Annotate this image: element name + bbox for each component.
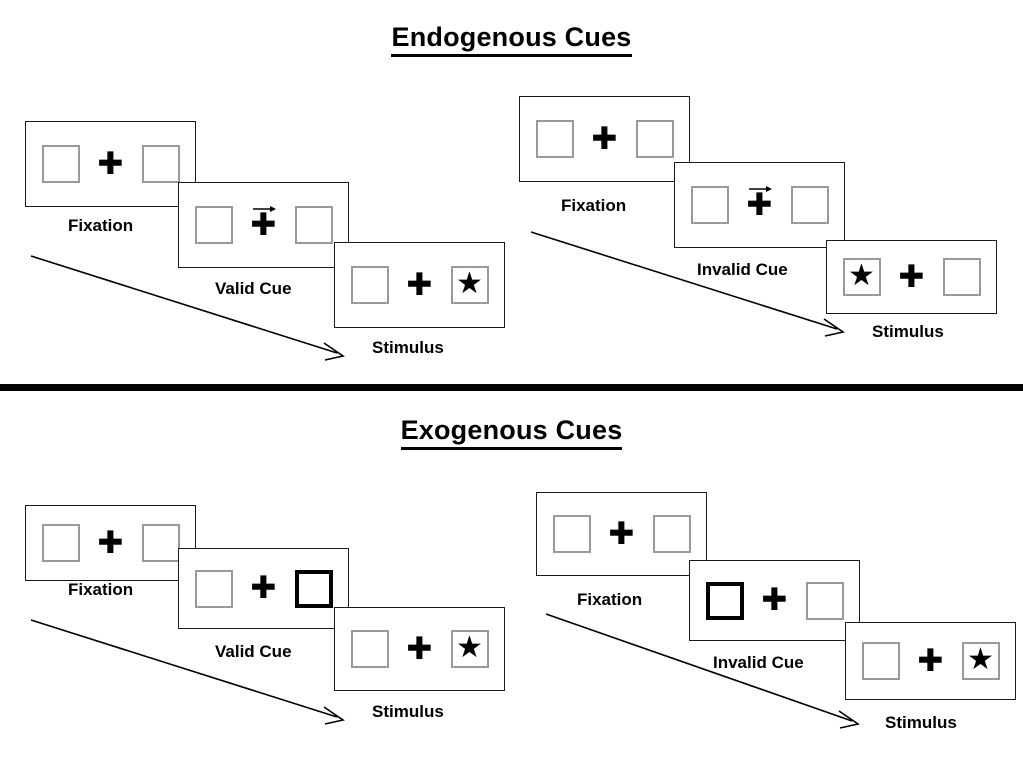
panel-exogenous-valid-cue: ✚ [178, 548, 349, 629]
panel-exogenous-valid-stimulus: ✚ ★ [334, 607, 505, 691]
fixation-cross-icon: ✚ [746, 186, 773, 223]
fixation-cross-icon: ✚ [761, 582, 788, 618]
fixation-cross-wrap: ✚ [98, 521, 124, 565]
fixation-cross-wrap: ✚ [592, 117, 618, 161]
caption-exogenous-valid-cue: Valid Cue [215, 642, 292, 661]
placeholder-box-left [535, 120, 574, 158]
fixation-cross-icon: ✚ [250, 206, 277, 243]
caption-exogenous-invalid-fixation: Fixation [577, 590, 643, 609]
panel-endogenous-invalid-stimulus: ★ ✚ [826, 240, 997, 314]
placeholder-box-right [141, 524, 180, 562]
caption-endogenous-valid-cue: Valid Cue [215, 279, 292, 298]
section-endogenous: Endogenous Cues ✚ Fixation ✚ Valid Cue [0, 22, 1023, 361]
fixation-cross-wrap: ✚ [747, 183, 773, 227]
panel-exogenous-invalid-stimulus: ✚ ★ [845, 622, 1016, 700]
fixation-cross-icon: ✚ [591, 120, 618, 157]
section-title-exogenous-text: Exogenous Cues [400, 415, 623, 450]
target-star-icon: ★ [967, 643, 994, 676]
section-exogenous: Exogenous Cues [0, 392, 1023, 767]
panel-exogenous-invalid-cue: ✚ [689, 560, 860, 641]
caption-endogenous-valid-fixation: Fixation [68, 216, 134, 235]
caption-exogenous-invalid-stimulus: Stimulus [885, 713, 957, 732]
placeholder-box-left [41, 145, 80, 183]
fixation-cross-wrap: ✚ [762, 579, 788, 623]
placeholder-box-left-cued [705, 581, 744, 620]
placeholder-box-left [194, 569, 233, 608]
placeholder-box-right-cued [294, 569, 333, 608]
target-star-icon: ★ [848, 259, 875, 292]
fixation-cross-wrap: ✚ [98, 142, 124, 186]
caption-endogenous-invalid-cue: Invalid Cue [697, 260, 788, 279]
fixation-cross-icon: ✚ [97, 524, 124, 561]
placeholder-box-right [141, 145, 180, 183]
caption-endogenous-invalid-stimulus: Stimulus [872, 322, 944, 341]
placeholder-box-left [861, 642, 900, 680]
placeholder-box-left-target: ★ [842, 258, 881, 296]
placeholder-box-right [805, 581, 844, 620]
placeholder-box-left [350, 630, 389, 668]
panel-endogenous-invalid-cue: ✚ [674, 162, 845, 248]
caption-endogenous-invalid-fixation: Fixation [561, 196, 627, 215]
caption-exogenous-invalid-cue: Invalid Cue [713, 653, 804, 672]
placeholder-box-left [690, 186, 729, 224]
fixation-cross-icon: ✚ [97, 145, 124, 182]
fixation-cross-icon: ✚ [250, 570, 277, 606]
placeholder-box-left [552, 515, 591, 553]
fixation-cross-wrap: ✚ [407, 263, 433, 307]
fixation-cross-wrap: ✚ [918, 639, 944, 683]
panel-endogenous-valid-stimulus: ✚ ★ [334, 242, 505, 328]
panel-endogenous-valid-fixation: ✚ [25, 121, 196, 207]
panel-exogenous-invalid-fixation: ✚ [536, 492, 707, 576]
caption-exogenous-valid-stimulus: Stimulus [372, 702, 444, 721]
panel-endogenous-invalid-fixation: ✚ [519, 96, 690, 182]
section-title-endogenous: Endogenous Cues [0, 22, 1023, 57]
placeholder-box-right-target: ★ [961, 642, 1000, 680]
placeholder-box-right-target: ★ [450, 266, 489, 304]
panel-exogenous-valid-fixation: ✚ [25, 505, 196, 581]
section-divider [0, 384, 1023, 391]
fixation-cross-wrap: ✚ [899, 255, 925, 299]
target-star-icon: ★ [456, 267, 483, 300]
placeholder-box-right [942, 258, 981, 296]
placeholder-box-left [350, 266, 389, 304]
placeholder-box-left [194, 206, 233, 244]
section-title-exogenous: Exogenous Cues [0, 415, 1023, 450]
placeholder-box-left [41, 524, 80, 562]
placeholder-box-right-target: ★ [450, 630, 489, 668]
fixation-cross-wrap: ✚ [407, 627, 433, 671]
section-title-endogenous-text: Endogenous Cues [391, 22, 632, 57]
panel-endogenous-valid-cue: ✚ [178, 182, 349, 268]
fixation-cross-icon: ✚ [917, 642, 944, 679]
fixation-cross-icon: ✚ [406, 266, 433, 303]
fixation-cross-icon: ✚ [608, 515, 635, 552]
placeholder-box-right [652, 515, 691, 553]
target-star-icon: ★ [456, 631, 483, 664]
placeholder-box-right [790, 186, 829, 224]
caption-exogenous-valid-fixation: Fixation [68, 580, 134, 599]
placeholder-box-right [635, 120, 674, 158]
fixation-cross-wrap: ✚ [251, 567, 277, 611]
caption-endogenous-valid-stimulus: Stimulus [372, 338, 444, 357]
placeholder-box-right [294, 206, 333, 244]
fixation-cross-icon: ✚ [406, 630, 433, 667]
fixation-cross-wrap: ✚ [609, 512, 635, 556]
fixation-cross-wrap: ✚ [251, 203, 277, 247]
fixation-cross-icon: ✚ [898, 258, 925, 295]
